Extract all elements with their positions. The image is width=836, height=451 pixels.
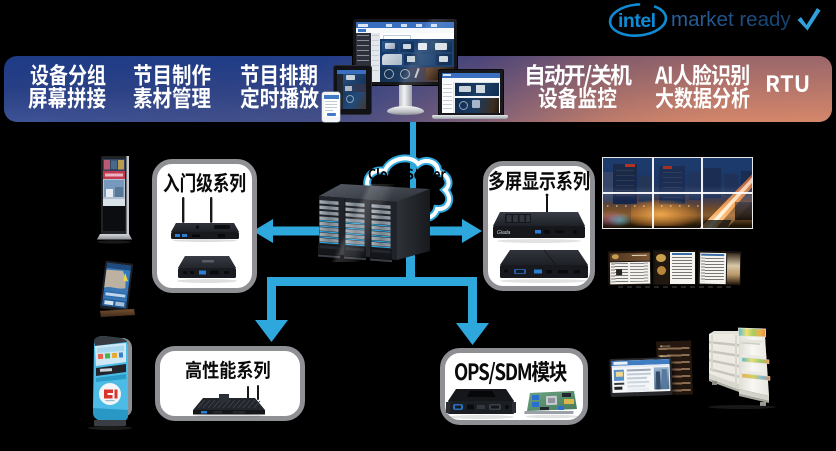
svg-text:intel: intel bbox=[618, 10, 656, 32]
svg-text:market ready: market ready bbox=[671, 8, 791, 31]
svg-text:Giada: Giada bbox=[497, 230, 511, 236]
